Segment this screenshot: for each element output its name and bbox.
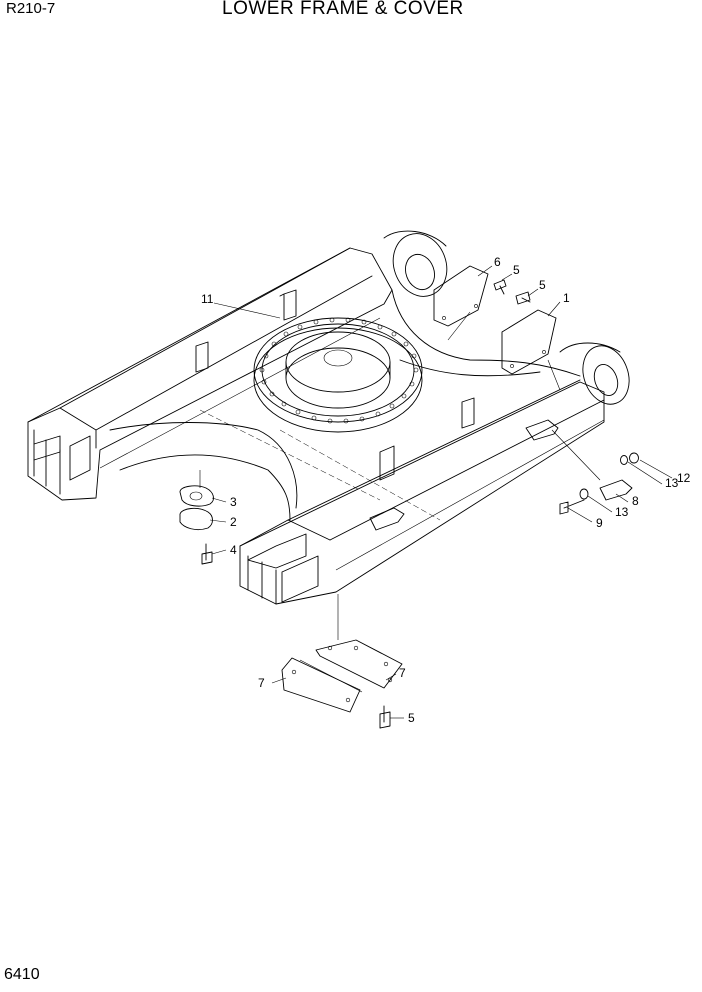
swing-bearing-ring <box>253 317 423 433</box>
page-title: LOWER FRAME & COVER <box>222 0 464 19</box>
callout-10: 8 <box>632 494 639 508</box>
part-13-washers <box>579 455 628 500</box>
model-code: R210-7 <box>6 0 56 17</box>
right-side-frame <box>239 379 605 605</box>
assembly-lines <box>199 311 601 640</box>
callout-labels: 11 6 5 5 1 3 2 4 12 13 8 13 9 7 7 5 <box>201 255 691 725</box>
part-6-cover <box>433 265 489 327</box>
part-11-bolt <box>559 499 585 515</box>
part-10-hook <box>599 479 633 501</box>
callout-13-b: 13 <box>615 505 629 519</box>
part-7-under-cover <box>315 639 403 689</box>
rear-end-hub <box>383 230 448 297</box>
bolt-circle <box>259 317 419 424</box>
callout-7: 7 <box>399 666 406 680</box>
front-end-hub <box>559 342 630 405</box>
bolt-5-top-left <box>493 279 507 295</box>
callout-3: 3 <box>230 495 237 509</box>
callout-5-c: 5 <box>408 711 415 725</box>
callout-12: 12 <box>677 471 691 485</box>
center-cross-member <box>109 289 581 521</box>
left-side-frame <box>27 247 393 501</box>
part-12-nut <box>629 452 639 464</box>
callout-1: 1 <box>563 291 570 305</box>
part-8-under-cover <box>281 657 363 713</box>
frame-brackets <box>195 289 475 481</box>
hook-brackets <box>369 419 559 531</box>
part-2-plate <box>179 507 213 531</box>
callout-5-b: 5 <box>539 278 546 292</box>
callout-4: 4 <box>230 543 237 557</box>
leader-lines <box>209 265 673 719</box>
callout-13-a: 13 <box>665 476 679 490</box>
callout-2: 2 <box>230 515 237 529</box>
bolt-5-top-right <box>515 291 531 305</box>
bolt-5-bottom <box>379 705 391 729</box>
part-3-plate <box>179 485 214 507</box>
bolt-4 <box>201 543 213 565</box>
callout-5-a: 5 <box>513 263 520 277</box>
page-number: 6410 <box>4 966 40 983</box>
callout-8: 7 <box>258 676 265 690</box>
callout-9: 11 <box>201 292 214 306</box>
callout-6: 6 <box>494 255 501 269</box>
callout-11: 9 <box>596 516 603 530</box>
part-1-cover <box>501 309 557 375</box>
